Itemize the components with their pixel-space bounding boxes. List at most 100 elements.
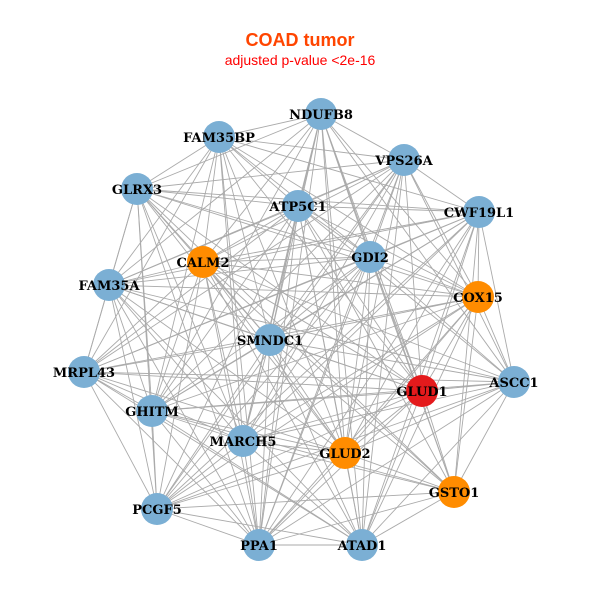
node-circle xyxy=(121,173,153,205)
node-label: NDUFB8 xyxy=(289,108,353,123)
node-glud2[interactable]: GLUD2 xyxy=(319,437,371,469)
node-mrpl43[interactable]: MRPL43 xyxy=(53,356,115,388)
edge-ATP5C1-MRPL43 xyxy=(83,205,299,373)
edge-GLUD2-GSTO1 xyxy=(344,452,455,493)
edge-GLRX3-ATP5C1 xyxy=(136,188,299,207)
node-label: GDI2 xyxy=(351,251,389,266)
edge-ATP5C1-ASCC1 xyxy=(297,205,515,383)
node-circle xyxy=(388,144,420,176)
node-label: MARCH5 xyxy=(210,435,277,450)
edge-SMNDC1-MRPL43 xyxy=(83,339,271,373)
edge-GHITM-GSTO1 xyxy=(151,410,455,493)
node-cox15[interactable]: COX15 xyxy=(453,281,503,313)
edge-GDI2-PPA1 xyxy=(258,256,371,546)
edge-NDUFB8-GHITM xyxy=(151,113,322,412)
node-circle xyxy=(187,246,219,278)
chart-title: COAD tumor xyxy=(245,30,355,50)
edge-FAM35BP-GHITM xyxy=(151,136,220,412)
edge-CWF19L1-GSTO1 xyxy=(453,211,480,493)
edge-CALM2-FAM35A xyxy=(108,261,204,286)
node-ppa1[interactable]: PPA1 xyxy=(240,529,278,561)
edge-FAM35BP-VPS26A xyxy=(218,136,405,161)
node-ascc1[interactable]: ASCC1 xyxy=(488,366,539,398)
edge-NDUFB8-ASCC1 xyxy=(320,113,515,383)
node-fam35a[interactable]: FAM35A xyxy=(78,269,140,301)
node-circle xyxy=(203,121,235,153)
node-gsto1[interactable]: GSTO1 xyxy=(429,476,480,508)
node-circle xyxy=(93,269,125,301)
edge-FAM35A-ASCC1 xyxy=(108,284,515,383)
edge-MARCH5-PPA1 xyxy=(242,440,260,546)
node-calm2[interactable]: CALM2 xyxy=(176,246,230,278)
edge-GSTO1-ATAD1 xyxy=(361,491,455,546)
node-label: CWF19L1 xyxy=(444,206,514,221)
edge-VPS26A-SMNDC1 xyxy=(269,159,405,341)
node-label: CALM2 xyxy=(176,256,229,271)
node-label: VPS26A xyxy=(374,154,433,169)
node-atad1[interactable]: ATAD1 xyxy=(337,529,387,561)
edge-MARCH5-GLUD2 xyxy=(242,440,346,454)
edge-FAM35A-GDI2 xyxy=(108,256,371,286)
node-cwf19l1[interactable]: CWF19L1 xyxy=(444,196,514,228)
node-label: SMNDC1 xyxy=(237,334,303,349)
edge-CALM2-GDI2 xyxy=(202,256,371,263)
node-label: COX15 xyxy=(453,291,503,306)
node-pcgf5[interactable]: PCGF5 xyxy=(132,493,182,525)
node-circle xyxy=(68,356,100,388)
node-glud1[interactable]: GLUD1 xyxy=(396,375,448,407)
node-circle xyxy=(329,437,361,469)
edge-MRPL43-PPA1 xyxy=(83,371,260,546)
node-label: GHITM xyxy=(125,405,179,420)
node-circle xyxy=(498,366,530,398)
edge-FAM35BP-FAM35A xyxy=(108,136,220,286)
edge-COX15-GLUD1 xyxy=(421,296,479,392)
edge-CALM2-MARCH5 xyxy=(202,261,244,442)
edge-SMNDC1-GLUD2 xyxy=(269,339,346,454)
node-circle xyxy=(354,241,386,273)
edge-FAM35BP-GLUD1 xyxy=(218,136,423,392)
node-label: GLUD2 xyxy=(319,447,370,462)
node-gdi2[interactable]: GDI2 xyxy=(351,241,389,273)
node-fam35bp[interactable]: FAM35BP xyxy=(183,121,255,153)
edge-GSTO1-PPA1 xyxy=(258,491,455,546)
edge-CALM2-GSTO1 xyxy=(202,261,455,493)
edge-CALM2-SMNDC1 xyxy=(202,261,271,341)
node-label: ASCC1 xyxy=(488,376,538,391)
node-glrx3[interactable]: GLRX3 xyxy=(112,173,162,205)
edge-MRPL43-GLUD2 xyxy=(83,371,346,454)
edge-CALM2-PCGF5 xyxy=(156,261,204,510)
edge-MRPL43-GLUD1 xyxy=(83,371,423,392)
node-label: ATAD1 xyxy=(337,539,387,554)
edge-CALM2-MRPL43 xyxy=(83,261,204,373)
node-circle xyxy=(406,375,438,407)
node-ndufb8[interactable]: NDUFB8 xyxy=(289,98,353,130)
edge-GLRX3-PPA1 xyxy=(136,188,260,546)
node-label: FAM35BP xyxy=(183,131,255,146)
edge-GLRX3-MARCH5 xyxy=(136,188,244,442)
edge-GLRX3-PCGF5 xyxy=(136,188,158,510)
edge-CWF19L1-GLUD1 xyxy=(421,211,480,392)
edge-FAM35BP-ATP5C1 xyxy=(218,136,299,207)
edge-VPS26A-GHITM xyxy=(151,159,405,412)
edge-COX15-GSTO1 xyxy=(453,296,479,493)
edge-FAM35BP-SMNDC1 xyxy=(218,136,271,341)
node-circle xyxy=(462,281,494,313)
node-circle xyxy=(227,425,259,457)
node-march5[interactable]: MARCH5 xyxy=(210,425,277,457)
edge-GLRX3-GLUD2 xyxy=(136,188,346,454)
node-circle xyxy=(243,529,275,561)
edge-CWF19L1-FAM35A xyxy=(108,211,480,286)
edge-COX15-MARCH5 xyxy=(242,296,479,442)
edge-FAM35A-ATAD1 xyxy=(108,284,363,546)
edge-FAM35BP-COX15 xyxy=(218,136,479,298)
node-smndc1[interactable]: SMNDC1 xyxy=(237,324,303,356)
edge-CALM2-ATAD1 xyxy=(202,261,363,546)
chart-subtitle: adjusted p-value <2e-16 xyxy=(224,52,376,68)
edge-COX15-SMNDC1 xyxy=(269,296,479,341)
node-vps26a[interactable]: VPS26A xyxy=(374,144,434,176)
node-atp5c1[interactable]: ATP5C1 xyxy=(268,190,327,222)
node-ghitm[interactable]: GHITM xyxy=(125,395,179,427)
edge-CWF19L1-ASCC1 xyxy=(478,211,515,383)
node-label: PPA1 xyxy=(240,539,278,554)
